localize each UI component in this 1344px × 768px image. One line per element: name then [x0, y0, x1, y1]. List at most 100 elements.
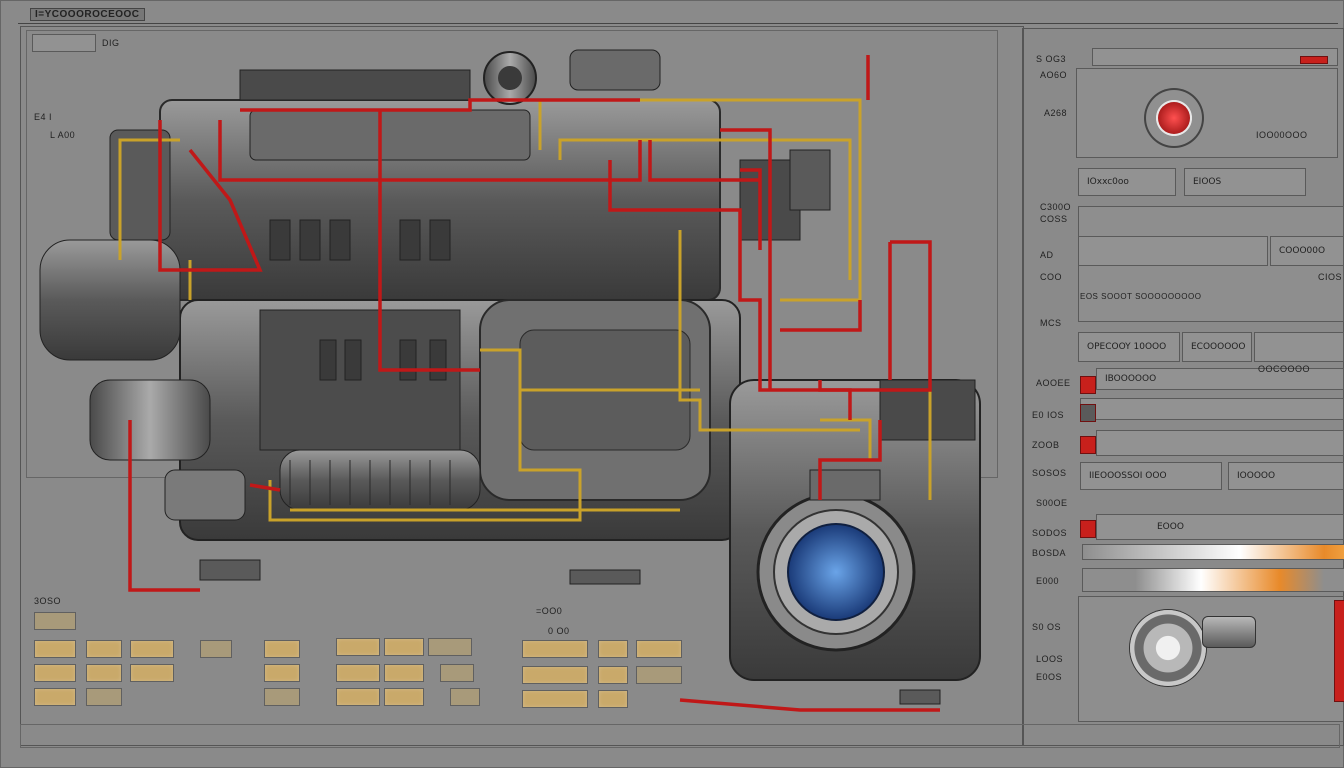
- bottom-label-a: 3OSO: [34, 596, 62, 606]
- bottom-label-b: =OO0: [536, 606, 563, 616]
- control-cell[interactable]: [86, 688, 122, 706]
- field-7b[interactable]: IOOOOO: [1228, 462, 1344, 490]
- side-label: E0OS: [1036, 672, 1063, 682]
- control-cell[interactable]: [598, 690, 628, 708]
- control-cell[interactable]: [598, 640, 628, 658]
- header-sub-label: DIG: [102, 38, 120, 48]
- side-label: E0 IOS: [1032, 410, 1065, 420]
- side-label: SOSOS: [1032, 468, 1067, 478]
- left-label-1: E4 I: [34, 112, 53, 122]
- control-cell[interactable]: [336, 664, 380, 682]
- control-cell[interactable]: [428, 638, 472, 656]
- control-cell[interactable]: [384, 664, 424, 682]
- top-red-led: [1300, 56, 1328, 64]
- status-led-2: [1080, 404, 1096, 422]
- pressure-gauge-icon[interactable]: [1146, 90, 1202, 146]
- field-5c[interactable]: [1254, 332, 1344, 362]
- control-cell[interactable]: [130, 640, 174, 658]
- control-cell[interactable]: [598, 666, 628, 684]
- control-cell[interactable]: [450, 688, 480, 706]
- field-7b-label: IOOOOO: [1237, 471, 1276, 481]
- top-gauge-box: [1076, 68, 1338, 158]
- side-label: S OG3: [1036, 54, 1067, 64]
- control-cell[interactable]: [34, 640, 76, 658]
- control-cell[interactable]: [522, 640, 588, 658]
- control-cell[interactable]: [264, 640, 300, 658]
- bottom-label-c: 0 O0: [548, 626, 570, 636]
- top-strip: [1092, 48, 1338, 66]
- control-cell[interactable]: [264, 688, 300, 706]
- side-label: A268: [1044, 108, 1068, 118]
- valve-body: [1202, 616, 1256, 648]
- control-cell[interactable]: [200, 640, 232, 658]
- side-label: E000: [1036, 576, 1060, 586]
- field-8-label: OOCOOOO: [1258, 364, 1311, 374]
- valve-icon[interactable]: [1130, 610, 1206, 686]
- control-cell[interactable]: [522, 690, 588, 708]
- field-5a[interactable]: OPECOOY 10OOO: [1078, 332, 1180, 362]
- side-label: SODOS: [1032, 528, 1068, 538]
- field-6-label: IBOOOOOO: [1105, 374, 1157, 384]
- control-cell[interactable]: [264, 664, 300, 682]
- field-9[interactable]: EOOO: [1096, 514, 1344, 540]
- diagram-frame: [20, 26, 1024, 746]
- control-cell[interactable]: [34, 664, 76, 682]
- field-2[interactable]: EIOOS: [1184, 168, 1306, 196]
- control-cell[interactable]: [86, 640, 122, 658]
- field-5b[interactable]: ECOOOOOO: [1182, 332, 1252, 362]
- control-cell[interactable]: [384, 688, 424, 706]
- field-6[interactable]: IBOOOOOO: [1096, 368, 1344, 390]
- lower-panel: [1078, 596, 1344, 722]
- field-7a[interactable]: IIEOOOSSOI OOO: [1080, 462, 1222, 490]
- control-cell[interactable]: [384, 638, 424, 656]
- side-label: MCS: [1040, 318, 1062, 328]
- side-label: BOSDA: [1032, 548, 1067, 558]
- side-label: S00OE: [1036, 498, 1068, 508]
- slot-row-2[interactable]: [1096, 430, 1344, 456]
- bottom-strip: [20, 724, 1340, 748]
- side-label: ZOOB: [1032, 440, 1060, 450]
- field-2-label: EIOOS: [1193, 177, 1222, 187]
- progress-bar-2: [1082, 568, 1344, 592]
- status-led-4: [1080, 520, 1096, 538]
- field-3-wrap[interactable]: [1078, 236, 1268, 266]
- engine-block: [39, 49, 981, 681]
- control-cell[interactable]: [34, 688, 76, 706]
- status-led-3: [1080, 436, 1096, 454]
- header-title: I=YCOOOROCEOOC: [30, 8, 145, 21]
- note-label: EOS SOOOT SOOOOOOOOO: [1080, 292, 1202, 301]
- side-label: AO6O: [1040, 70, 1068, 80]
- label-right-top: IOO00OOO: [1256, 130, 1308, 140]
- control-cell[interactable]: [34, 612, 76, 630]
- side-label: AD: [1040, 250, 1054, 260]
- field-1[interactable]: IOxxc0oo: [1078, 168, 1176, 196]
- field-3[interactable]: COOO00O: [1270, 236, 1344, 266]
- header-tag: [32, 34, 96, 52]
- side-label: C300O: [1040, 202, 1072, 212]
- side-label: COO: [1040, 272, 1063, 282]
- red-wiring: [128, 55, 940, 712]
- side-label: S0 OS: [1032, 622, 1062, 632]
- control-cell[interactable]: [440, 664, 474, 682]
- field-3-label: COOO00O: [1279, 246, 1326, 256]
- field-1-label: IOxxc0oo: [1087, 177, 1129, 187]
- field-7a-label: IIEOOOSSOI OOO: [1089, 471, 1167, 481]
- slot-row-1[interactable]: [1080, 398, 1344, 420]
- control-cell[interactable]: [86, 664, 122, 682]
- side-label: LOOS: [1036, 654, 1064, 664]
- control-cell[interactable]: [636, 640, 682, 658]
- control-cell[interactable]: [130, 664, 174, 682]
- status-led-1: [1080, 376, 1096, 394]
- top-bar: [18, 6, 1338, 24]
- control-cell[interactable]: [522, 666, 588, 684]
- yellow-wiring: [118, 98, 932, 522]
- control-cell[interactable]: [336, 688, 380, 706]
- side-label: COSS: [1040, 214, 1068, 224]
- control-cell[interactable]: [336, 638, 380, 656]
- field-5a-label: OPECOOY 10OOO: [1087, 342, 1167, 352]
- side-red-bar: [1334, 600, 1344, 702]
- control-cell[interactable]: [636, 666, 682, 684]
- progress-bar-1: [1082, 544, 1344, 560]
- field-9-label: EOOO: [1157, 522, 1184, 532]
